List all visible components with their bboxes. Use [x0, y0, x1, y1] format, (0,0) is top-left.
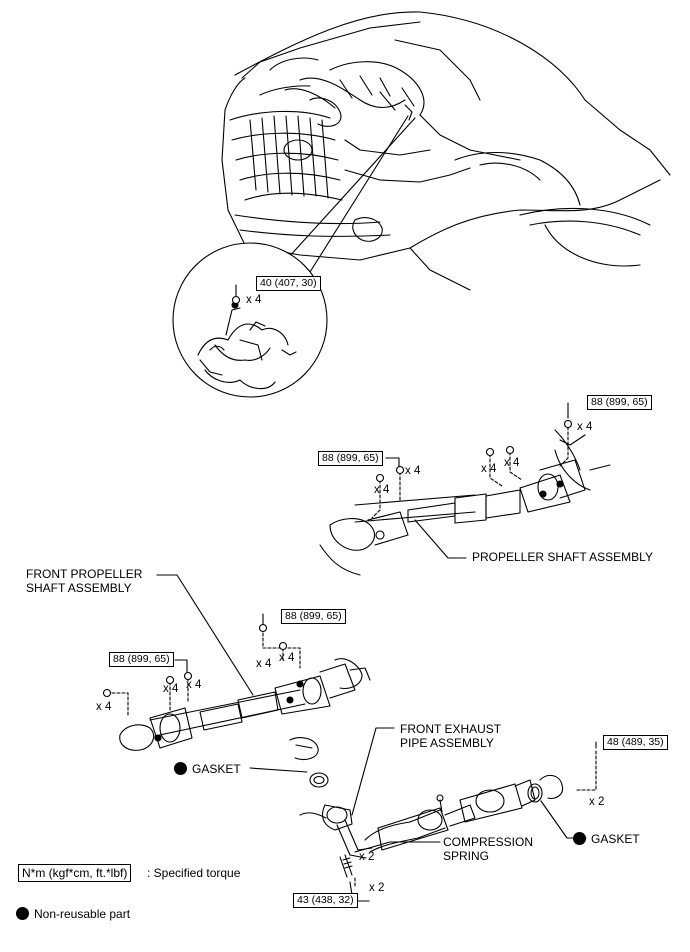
- front-shaft-bolt-indicators: [106, 627, 301, 717]
- qty-rear-front-b: x 4: [504, 457, 520, 469]
- label-compression-spring: COMPRESSION SPRING: [443, 835, 534, 863]
- gasket-right-text: GASKET: [591, 832, 640, 846]
- label-propeller-shaft: PROPELLER SHAFT ASSEMBLY: [472, 550, 653, 564]
- qty-front-upper-b: x 4: [279, 652, 295, 664]
- torque-spec-center: 88 (899, 65): [318, 451, 383, 466]
- vehicle-illustration: [221, 11, 671, 291]
- qty-rear-front-a: x 4: [481, 463, 497, 475]
- label-gasket-right: GASKET: [573, 832, 640, 846]
- torque-spec-exhaust-bottom: 43 (438, 32): [293, 893, 358, 908]
- legend-non-reusable: Non-reusable part: [16, 907, 130, 921]
- label-front-propeller-shaft: FRONT PROPELLER SHAFT ASSEMBLY: [26, 567, 143, 595]
- front-propeller-shaft-drawing: [119, 658, 371, 751]
- qty-front-upper-a: x 4: [256, 658, 272, 670]
- rear-shaft-bolt-indicators: [371, 426, 569, 519]
- compression-spring-leader: [354, 841, 441, 853]
- front-rear-torque-leader: [174, 659, 188, 673]
- exhaust-bolt-indicators: [354, 749, 597, 889]
- non-reusable-marker: [174, 762, 187, 775]
- legend-non-reusable-text: Non-reusable part: [34, 907, 131, 921]
- label-front-exhaust-pipe: FRONT EXHAUST PIPE ASSEMBLY: [400, 722, 502, 750]
- propeller-shaft-drawing: [319, 429, 611, 576]
- torque-spec-exhaust-rear: 48 (489, 35): [603, 735, 668, 750]
- non-reusable-marker: [16, 907, 29, 920]
- qty-rear-mid-a: x 4: [405, 465, 421, 477]
- qty-front-mid-b: x 4: [186, 679, 202, 691]
- qty-front-mid-a: x 4: [163, 683, 179, 695]
- legend-torque-unit: N*m (kgf*cm, ft.*lbf): [18, 864, 132, 882]
- propeller-shaft-leader: [414, 519, 467, 559]
- torque-spec-engine-mount: 40 (407, 30): [256, 276, 321, 291]
- qty-rear-mid-b: x 4: [374, 484, 390, 496]
- qty-exhaust-bolt: x 2: [369, 882, 385, 894]
- qty-exhaust-rear: x 2: [589, 796, 605, 808]
- center-torque-leader: [385, 457, 400, 467]
- qty-exhaust-spring: x 2: [359, 851, 375, 863]
- torque-spec-front-upper: 88 (899, 65): [281, 609, 346, 624]
- gasket-left-text: GASKET: [192, 762, 241, 776]
- qty-rear-flange: x 4: [577, 421, 593, 433]
- exhaust-pipe-leader: [351, 727, 395, 816]
- torque-spec-rear-flange: 88 (899, 65): [587, 395, 652, 410]
- front-propeller-shaft-leader: [156, 574, 254, 696]
- qty-engine-mount: x 4: [246, 294, 262, 306]
- exhaust-pipe-drawing: [289, 737, 564, 896]
- zoom-circle: [172, 242, 328, 398]
- label-gasket-left: GASKET: [174, 762, 241, 776]
- gasket-left-leader: [249, 767, 308, 773]
- legend-torque-desc: : Specified torque: [147, 866, 241, 880]
- non-reusable-marker: [573, 832, 586, 845]
- torque-spec-front-rear: 88 (899, 65): [109, 652, 174, 667]
- zoom-leader-b: [304, 115, 409, 281]
- qty-front-left: x 4: [96, 701, 112, 713]
- zoom-leader-a: [287, 117, 416, 259]
